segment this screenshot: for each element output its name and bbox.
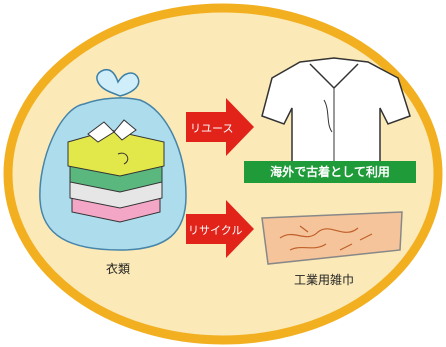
- reuse-arrow: [186, 98, 254, 156]
- industrial-rag-icon: [261, 211, 403, 265]
- recycle-arrow: [186, 200, 254, 258]
- clothes-bag-icon: [39, 68, 187, 251]
- recycle-result-label: 工業用雑巾: [294, 273, 355, 287]
- reuse-result-banner: 海外で古着として利用: [244, 161, 416, 183]
- white-shirt-icon: [261, 57, 411, 177]
- recycle-label: リサイクル: [188, 224, 243, 237]
- reuse-label: リユース: [190, 122, 234, 135]
- clothing-label: 衣類: [106, 262, 131, 276]
